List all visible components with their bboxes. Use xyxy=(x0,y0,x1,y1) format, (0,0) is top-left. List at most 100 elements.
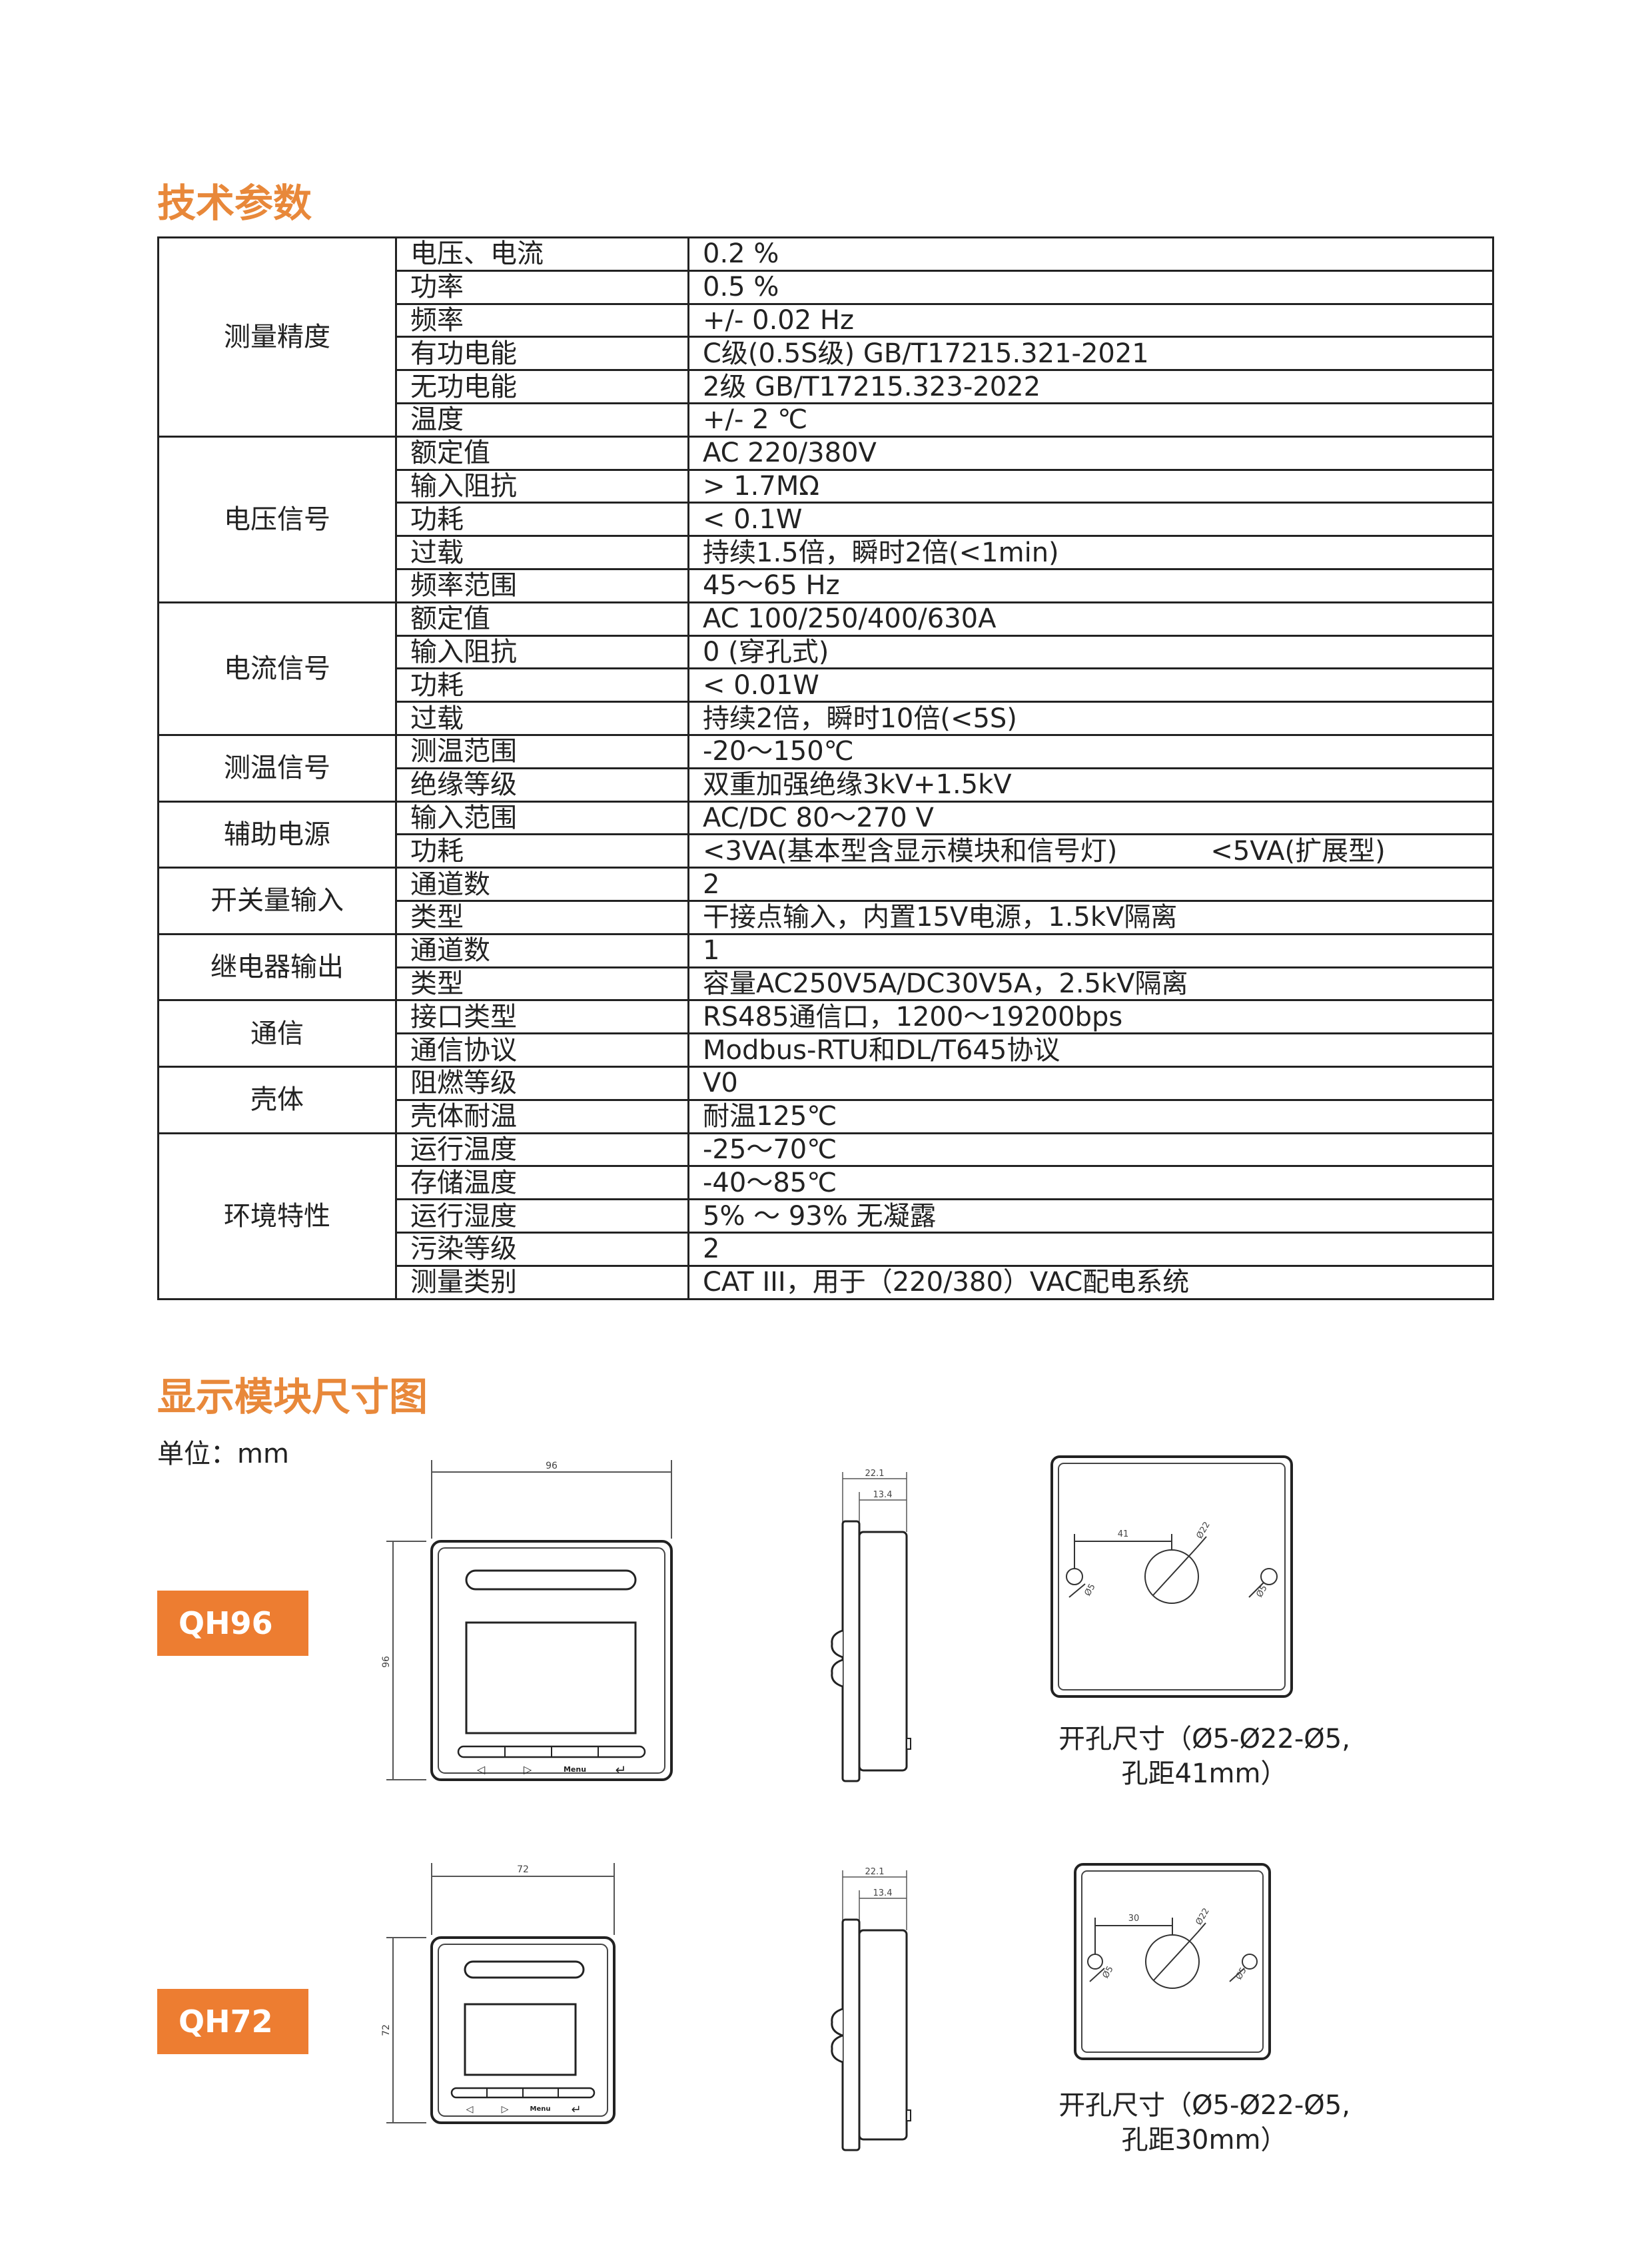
spec-value: AC/DC 80～270 V xyxy=(687,800,1494,836)
qh72-cutout-caption: 开孔尺寸（Ø5-Ø22-Ø5, 孔距30mm） xyxy=(1005,2088,1404,2157)
spec-value: 2 xyxy=(687,1231,1494,1267)
spec-value: 1 xyxy=(687,933,1494,968)
spec-value: 5% ～ 93% 无凝露 xyxy=(687,1198,1494,1234)
unit-label: 单位：mm xyxy=(157,1439,289,1469)
spec-category: 开关量输入 xyxy=(157,867,397,935)
spec-category: 电流信号 xyxy=(157,601,397,736)
spec-row: 有功电能 C级(0.5S级) GB/T17215.321-2021 xyxy=(159,336,1494,372)
spec-param: 功耗 xyxy=(395,667,689,703)
spec-row: 类型容量AC250V5A/DC30V5A，2.5kV隔离 xyxy=(159,966,1494,1002)
spec-value-text: 持续1.5倍，瞬时2倍(<1min) xyxy=(703,537,1059,568)
qh96-caption-line2: 孔距41mm） xyxy=(1121,1758,1288,1789)
spec-category: 继电器输出 xyxy=(157,933,397,1002)
spec-param: 输入范围 xyxy=(395,800,689,836)
spec-param: 有功电能 xyxy=(395,336,689,372)
spec-value-text: 2 xyxy=(703,869,720,900)
spec-value-text: 2级 GB/T17215.323-2022 xyxy=(703,371,1041,402)
spec-param: 功率 xyxy=(395,269,689,305)
spec-param: 额定值 xyxy=(395,601,689,637)
spec-param: 过载 xyxy=(395,535,689,570)
spec-value: -25～70℃ xyxy=(687,1132,1494,1168)
spec-value-text: > 1.7MΩ xyxy=(703,470,819,502)
spec-row: 温度+/- 2 ℃ xyxy=(159,402,1494,438)
spec-value: 持续2倍，瞬时10倍(<5S) xyxy=(687,701,1494,736)
qh96-left-button-icon: ◁ xyxy=(476,1763,486,1776)
spec-value: AC 220/380V xyxy=(687,435,1494,471)
spec-category: 辅助电源 xyxy=(157,800,397,869)
spec-param: 测温范围 xyxy=(395,733,689,769)
spec-param: 阻燃等级 xyxy=(395,1065,689,1101)
spec-value: 干接点输入，内置15V电源，1.5kV隔离 xyxy=(687,899,1494,935)
spec-value-text: 持续2倍，瞬时10倍(<5S) xyxy=(703,703,1017,734)
spec-param: 接口类型 xyxy=(395,999,689,1035)
spec-param: 通道数 xyxy=(395,933,689,968)
spec-param: 运行温度 xyxy=(395,1132,689,1168)
model-badge-qh96: QH96 xyxy=(157,1591,308,1656)
spec-row: 存储温度-40～85℃ xyxy=(159,1165,1494,1201)
spec-value-text: C级(0.5S级) GB/T17215.321-2021 xyxy=(703,338,1149,369)
spec-param: 类型 xyxy=(395,899,689,935)
spec-value: 2 xyxy=(687,867,1494,902)
spec-value-text: < 0.1W xyxy=(703,504,803,535)
spec-param: 类型 xyxy=(395,966,689,1002)
spec-value-text: 0 (穿孔式) xyxy=(703,636,829,667)
spec-row: 壳体耐温耐温125℃ xyxy=(159,1098,1494,1134)
qh96-depth-label: 22.1 xyxy=(865,1469,885,1479)
spec-param: 过载 xyxy=(395,701,689,736)
spec-value: 持续1.5倍，瞬时2倍(<1min) xyxy=(687,535,1494,570)
spec-value: +/- 2 ℃ xyxy=(687,402,1494,438)
qh96-cutout-drawing: 41 Ø22 Ø5 Ø5 xyxy=(1050,1455,1293,1698)
spec-row: 输入阻抗 0 (穿孔式) xyxy=(159,634,1494,670)
spec-row: 运行湿度 5% ～ 93% 无凝露 xyxy=(159,1198,1494,1234)
spec-value: 容量AC250V5A/DC30V5A，2.5kV隔离 xyxy=(687,966,1494,1002)
spec-param: 温度 xyxy=(395,402,689,438)
spec-value-text: +/- 0.02 Hz xyxy=(703,304,854,336)
spec-param: 运行湿度 xyxy=(395,1198,689,1234)
qh96-front-drawing: 96 96 ◁ ▷ Menu ↵ xyxy=(381,1460,673,1781)
spec-value-text: V0 xyxy=(703,1068,738,1099)
spec-value-text: 干接点输入，内置15V电源，1.5kV隔离 xyxy=(703,902,1178,933)
qh72-width-label: 72 xyxy=(517,1864,529,1875)
qh72-left-button-icon: ◁ xyxy=(466,2104,474,2115)
spec-value-text: 45～65 Hz xyxy=(703,570,840,601)
qh96-enter-button-icon: ↵ xyxy=(616,1762,627,1778)
spec-value-text: CAT III，用于（220/380）VAC配电系统 xyxy=(703,1267,1190,1298)
spec-param: 输入阻抗 xyxy=(395,468,689,504)
spec-value: < 0.01W xyxy=(687,667,1494,703)
spec-value-text: 5% ～ 93% 无凝露 xyxy=(703,1200,937,1232)
spec-row: 过载持续2倍，瞬时10倍(<5S) xyxy=(159,701,1494,736)
spec-value-text: -40～85℃ xyxy=(703,1167,837,1198)
spec-value: V0 xyxy=(687,1065,1494,1101)
spec-value: -20～150℃ xyxy=(687,733,1494,769)
spec-category: 环境特性 xyxy=(157,1132,397,1300)
qh72-caption-line2: 孔距30mm） xyxy=(1121,2125,1288,2155)
spec-param: 绝缘等级 xyxy=(395,767,689,803)
spec-value: 0.2 % xyxy=(687,236,1494,272)
spec-row: 功率 0.5 % xyxy=(159,269,1494,305)
spec-param: 频率 xyxy=(395,302,689,338)
spec-row: 绝缘等级双重加强绝缘3kV+1.5kV xyxy=(159,767,1494,803)
spec-param: 额定值 xyxy=(395,435,689,471)
spec-value-text: AC 100/250/400/630A xyxy=(703,603,997,635)
spec-value-text: 2 xyxy=(703,1234,720,1265)
spec-value-text: 0.2 % xyxy=(703,238,779,270)
spec-param: 输入阻抗 xyxy=(395,634,689,670)
qh72-cutout-drawing: 30 Ø22 Ø5 Ø5 xyxy=(1074,1863,1271,2060)
qh72-front-drawing: 72 72 ◁ ▷ Menu ↵ xyxy=(381,1863,616,2124)
spec-value-text: 0.5 % xyxy=(703,272,779,303)
spec-value-text: 双重加强绝缘3kV+1.5kV xyxy=(703,769,1012,801)
spec-row: 功耗< 0.1W xyxy=(159,502,1494,538)
spec-category: 测量精度 xyxy=(157,236,397,438)
qh96-hole-spacing-label: 41 xyxy=(1118,1529,1129,1539)
spec-param: 壳体耐温 xyxy=(395,1098,689,1134)
spec-value-text: 1 xyxy=(703,935,720,966)
spec-value: > 1.7MΩ xyxy=(687,468,1494,504)
spec-value-text: -25～70℃ xyxy=(703,1134,837,1165)
spec-row: 频率 +/- 0.02 Hz xyxy=(159,302,1494,338)
